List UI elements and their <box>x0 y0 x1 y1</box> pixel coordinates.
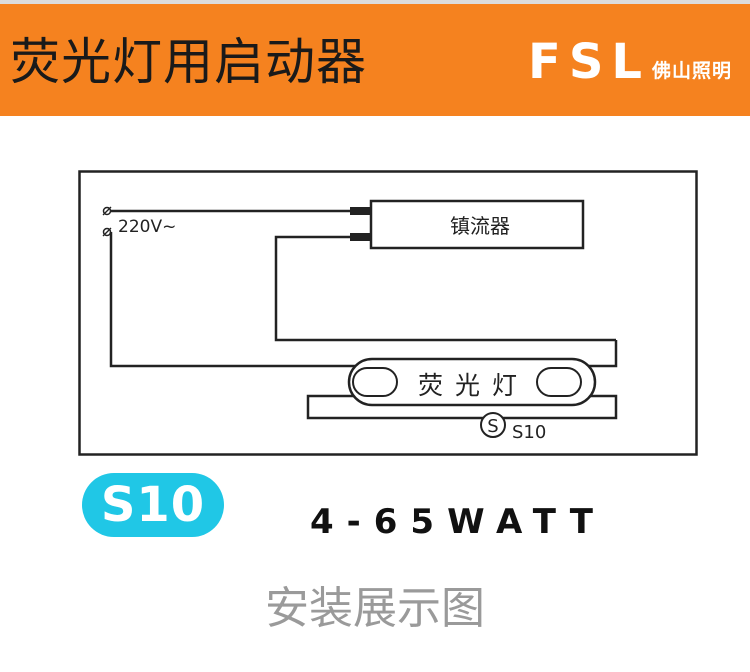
starter-symbol-letter: S <box>487 416 498 437</box>
wire-ballast-to-lamp <box>274 235 616 342</box>
page-title: 荧光灯用启动器 <box>10 33 367 91</box>
lamp-label: 荧光灯 <box>418 371 530 400</box>
voltage-label: 220V~ <box>118 217 177 237</box>
ballast-tab-bottom <box>350 233 371 241</box>
terminal-top <box>102 206 112 216</box>
wiring-diagram: S 220V~ 镇流器 荧光灯 S10 <box>78 170 698 456</box>
wattage-range: 4-65WATT <box>310 502 606 542</box>
terminal-top-slash <box>102 206 112 216</box>
lamp-filament-right <box>536 367 582 397</box>
starter-symbol-icon <box>480 412 506 438</box>
top-divider <box>0 0 750 4</box>
brand-logo: FSL 佛山照明 <box>528 38 732 86</box>
ballast-label: 镇流器 <box>450 214 510 238</box>
terminal-bottom-slash <box>102 227 112 237</box>
starter-label: S10 <box>512 422 547 443</box>
wiring-diagram-svg: S <box>78 170 698 456</box>
wire-neutral-to-lamp <box>109 232 618 368</box>
lamp-filament-left <box>352 367 398 397</box>
ballast-tab-top <box>350 207 371 215</box>
brand-name-cn: 佛山照明 <box>651 60 732 82</box>
fluorescent-lamp <box>347 357 597 407</box>
brand-logo-text: FSL <box>528 34 650 90</box>
installation-caption: 安装展示图 <box>265 583 485 634</box>
ballast <box>369 199 585 250</box>
model-badge: S10 <box>82 473 224 537</box>
header-banner: 荧光灯用启动器 FSL 佛山照明 <box>0 4 750 116</box>
diagram-frame <box>78 170 698 456</box>
